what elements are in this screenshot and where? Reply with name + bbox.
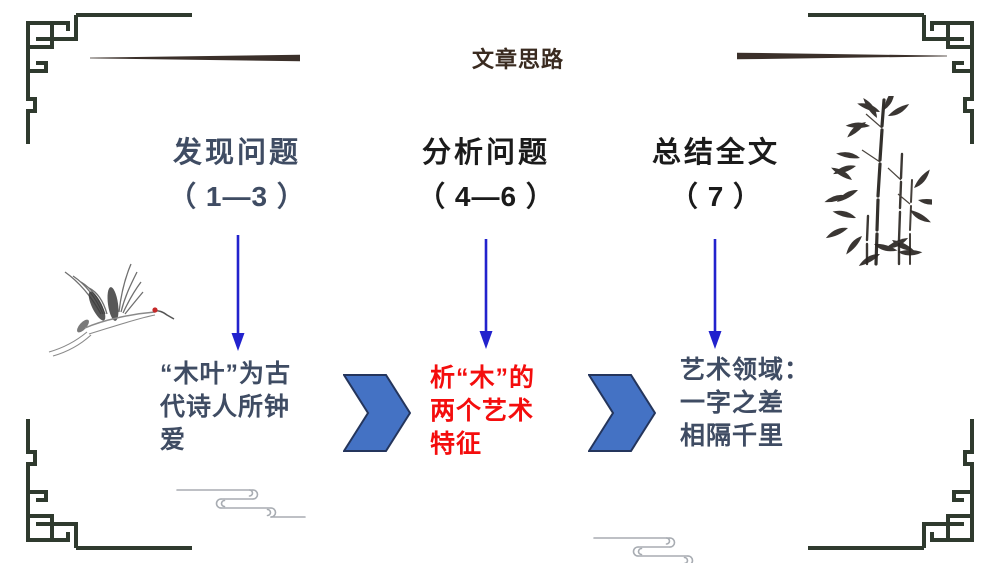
down-arrow-icon xyxy=(231,235,245,351)
summary-line: 一字之差 xyxy=(680,389,785,417)
chevron-right-icon xyxy=(588,374,656,452)
summary-line: 两个艺术 xyxy=(430,397,535,425)
summary-line: 爱 xyxy=(160,426,187,454)
summary-line: 代诗人所钟 xyxy=(160,393,291,421)
step-heading: 发现问题 xyxy=(172,137,301,169)
down-arrow-icon xyxy=(479,239,493,349)
step-paragraph-range: （ 7 ） xyxy=(669,181,763,212)
chevron-right-icon xyxy=(343,374,411,452)
bamboo-icon xyxy=(823,96,932,267)
summary-line: 特征 xyxy=(430,430,483,458)
flow-step-3: 总结全文 （ 7 ） xyxy=(652,136,780,214)
summary-line: “木叶”为古 xyxy=(160,360,292,388)
step-summary-2: 析“木”的 两个艺术 特征 xyxy=(430,362,535,461)
page-title: 文章思路 xyxy=(471,47,565,72)
cloud-icon xyxy=(593,537,694,563)
step-summary-3: 艺术领域： 一字之差 相隔千里 xyxy=(680,354,810,453)
summary-line: 艺术领域： xyxy=(680,356,811,384)
summary-line: 析“木”的 xyxy=(430,364,536,392)
cloud-icon xyxy=(176,489,306,518)
fret-corner-icon xyxy=(808,419,974,550)
tapered-divider-line xyxy=(90,54,300,62)
crane-icon xyxy=(48,263,175,357)
flow-step-1: 发现问题 （ 1—3 ） xyxy=(168,136,306,214)
step-paragraph-range: （ 4—6 ） xyxy=(417,181,555,212)
step-heading: 总结全文 xyxy=(651,137,781,169)
fret-corner-icon xyxy=(26,13,192,144)
down-arrow-icon xyxy=(708,239,722,349)
step-summary-1: “木叶”为古 代诗人所钟 爱 xyxy=(160,358,291,457)
fret-corner-icon xyxy=(808,13,974,144)
tapered-divider-line xyxy=(737,52,947,60)
step-paragraph-range: （ 1—3 ） xyxy=(168,181,306,212)
flow-step-2: 分析问题 （ 4—6 ） xyxy=(417,136,555,214)
summary-line: 相隔千里 xyxy=(680,422,785,450)
fret-corner-icon xyxy=(26,419,192,550)
step-heading: 分析问题 xyxy=(421,137,550,169)
